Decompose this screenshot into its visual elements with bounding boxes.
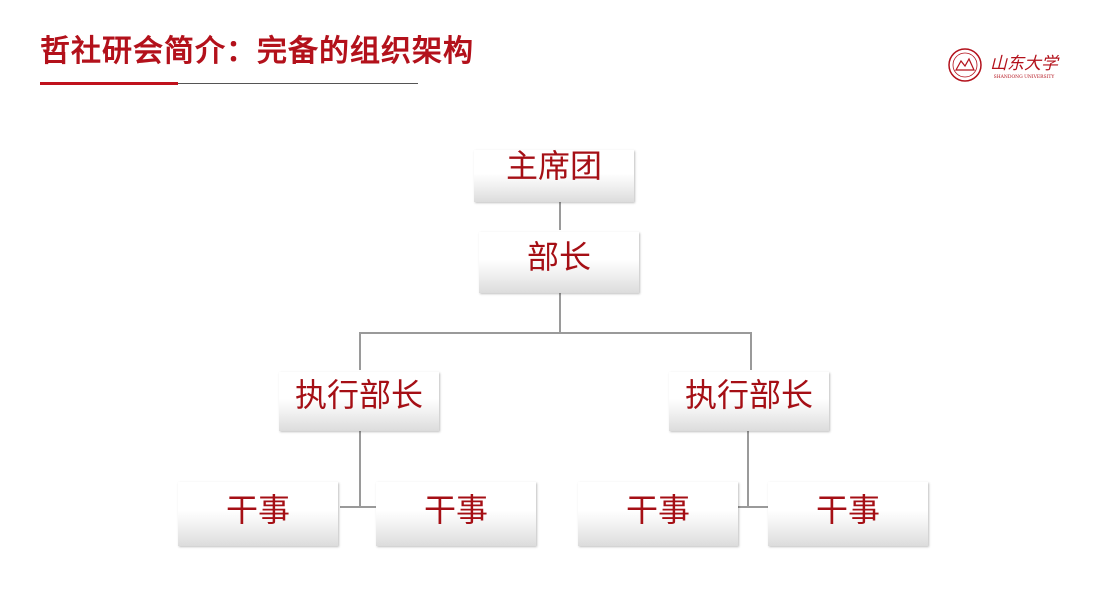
- node-label: 执行部长: [684, 376, 814, 414]
- connector: [747, 431, 749, 507]
- node-staff: [768, 482, 928, 546]
- node-label: 主席团: [505, 147, 603, 185]
- node-label: 干事: [815, 491, 881, 529]
- connector: [340, 506, 376, 508]
- title-underline: [178, 83, 418, 84]
- node-presidium: [474, 150, 634, 202]
- connector: [738, 506, 768, 508]
- connector: [359, 332, 361, 370]
- node-label: 执行部长: [294, 376, 424, 414]
- node-executive-minister: [279, 372, 439, 431]
- node-minister: [479, 232, 639, 293]
- connector: [359, 431, 361, 507]
- slide-title: 哲社研会简介：完备的组织架构: [40, 34, 474, 69]
- node-label: 干事: [423, 491, 489, 529]
- node-staff: [178, 482, 338, 546]
- node-staff: [376, 482, 536, 546]
- shandong-university-logo: 山东大学 SHANDONG UNIVERSITY: [948, 48, 1060, 82]
- connector: [359, 332, 752, 334]
- connector: [750, 332, 752, 370]
- connector: [559, 202, 561, 230]
- connector: [559, 293, 561, 333]
- svg-text:山东大学: 山东大学: [990, 54, 1060, 74]
- node-staff: [578, 482, 738, 546]
- svg-text:SHANDONG UNIVERSITY: SHANDONG UNIVERSITY: [994, 74, 1056, 80]
- node-label: 干事: [625, 491, 691, 529]
- node-label: 部长: [526, 238, 592, 276]
- title-underline-accent: [40, 82, 178, 85]
- node-label: 干事: [225, 491, 291, 529]
- node-executive-minister: [669, 372, 829, 431]
